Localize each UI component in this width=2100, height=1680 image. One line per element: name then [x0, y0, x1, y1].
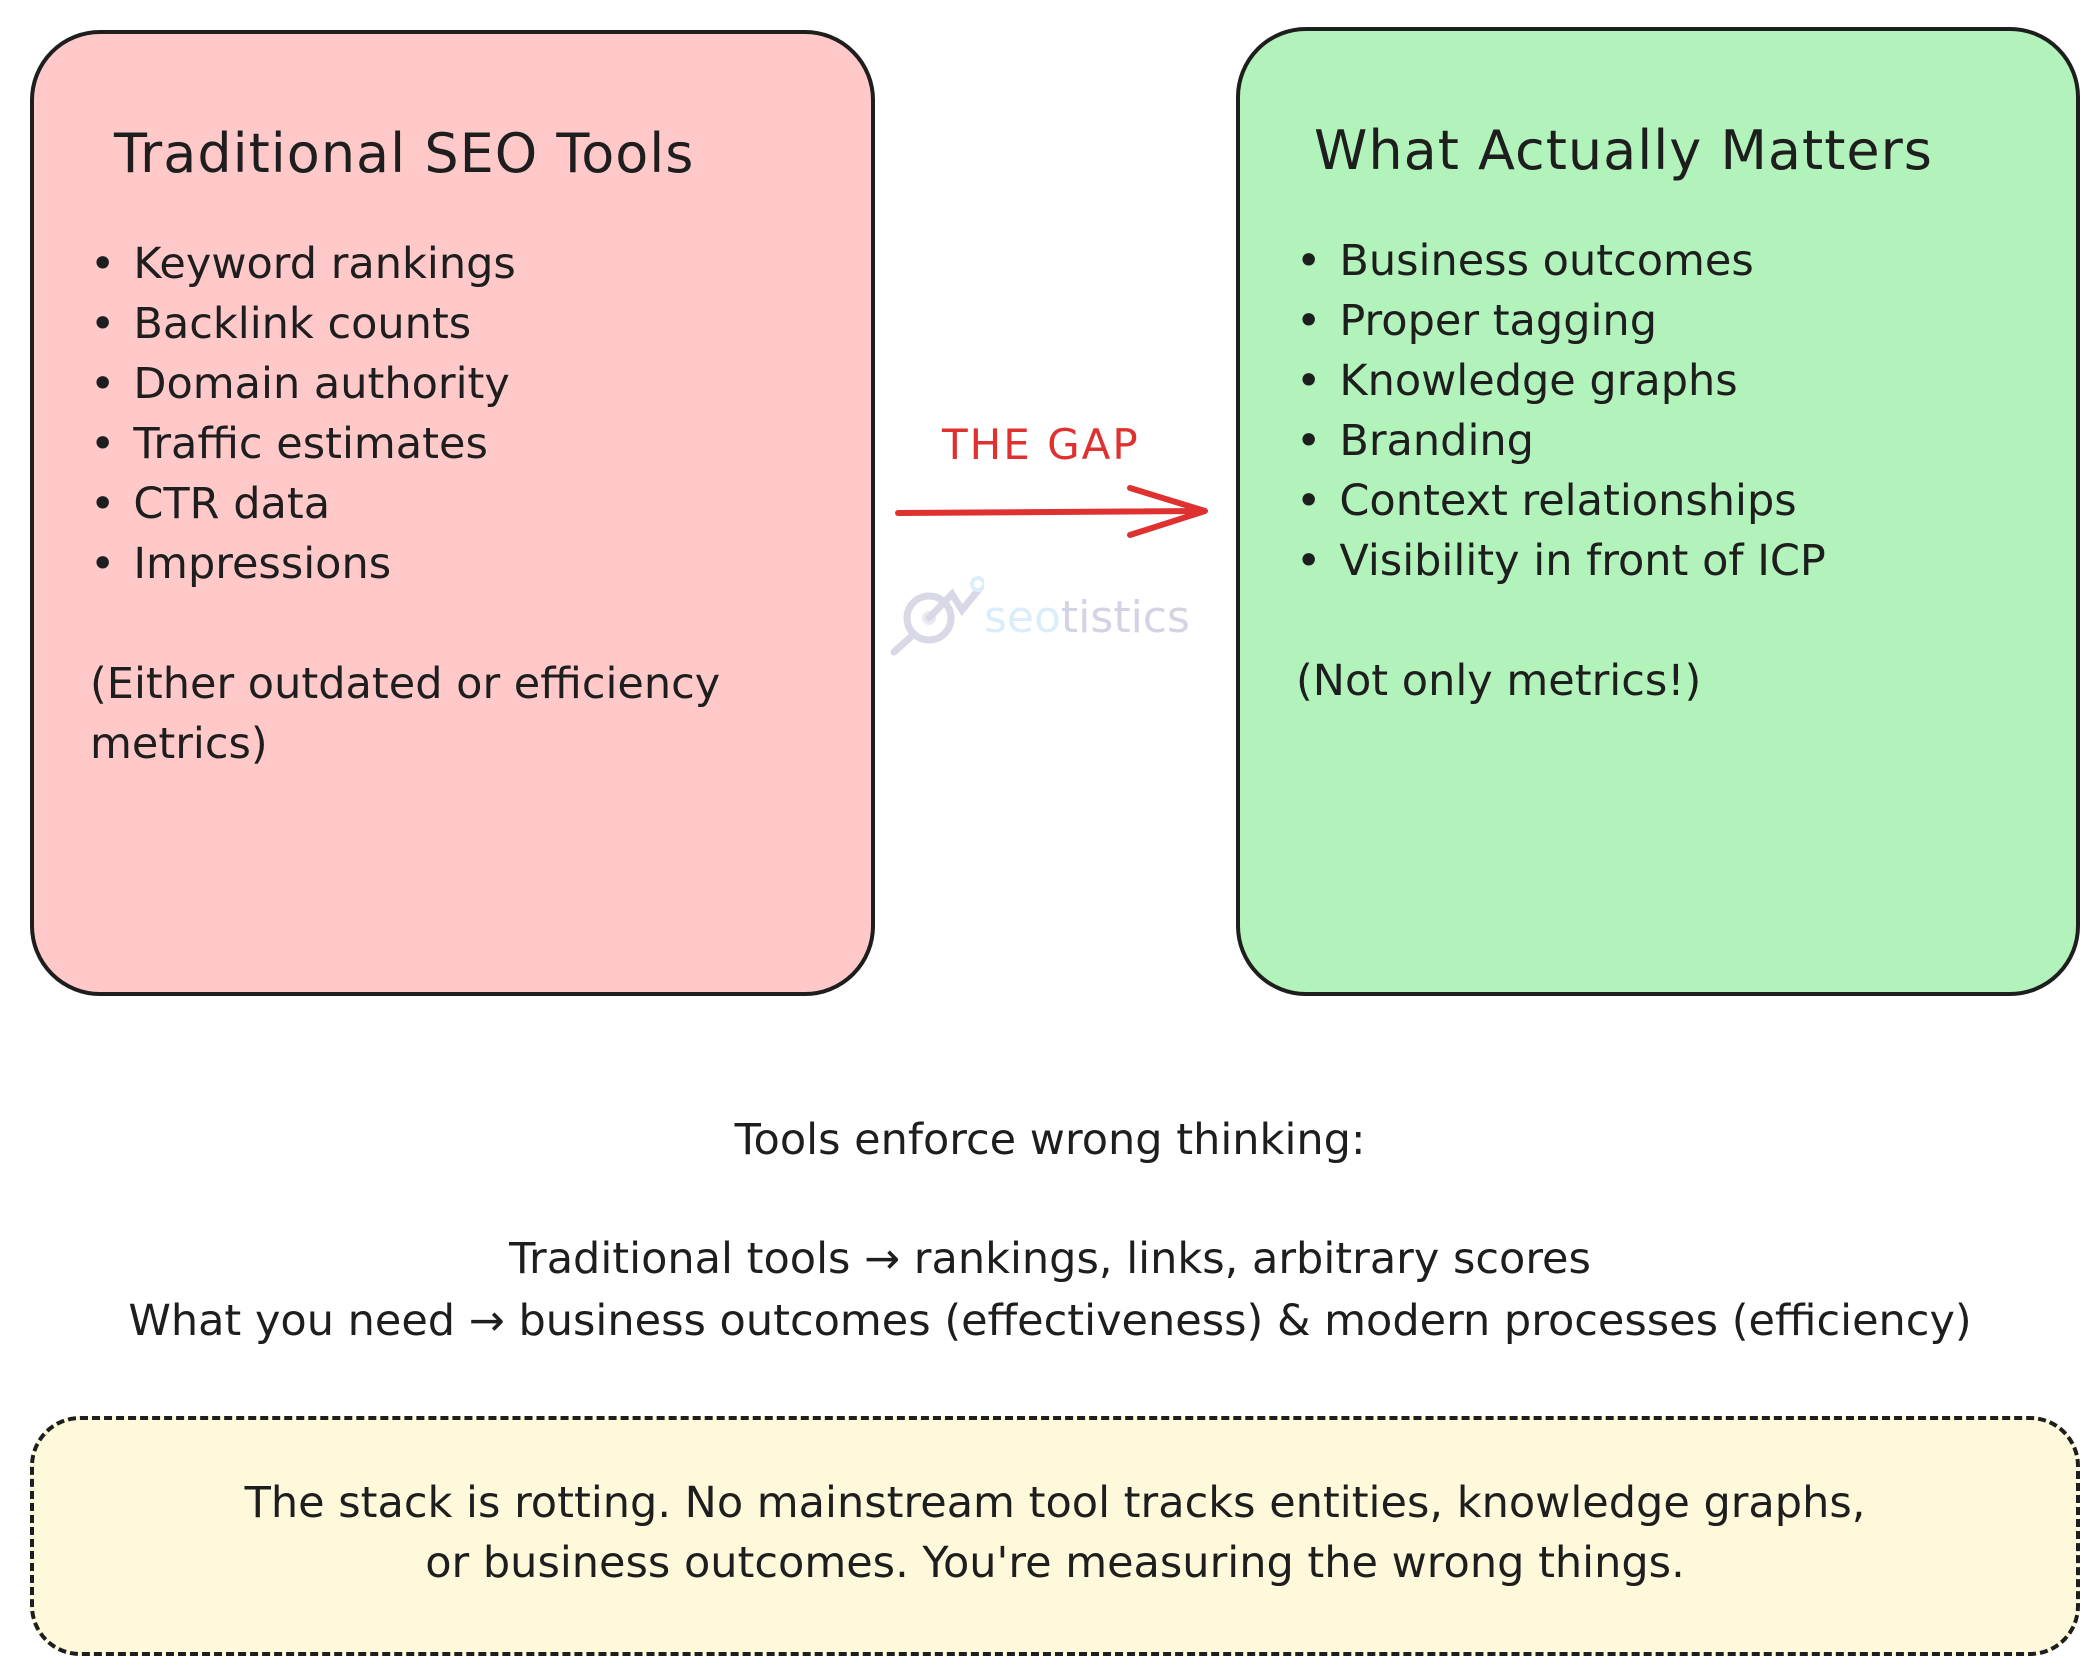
what-actually-matters-box: What Actually Matters Business outcomes …: [1236, 27, 2080, 996]
list-item: CTR data: [90, 474, 516, 534]
list-item: Visibility in front of ICP: [1296, 531, 1825, 591]
list-item: Domain authority: [90, 354, 516, 414]
list-item: Proper tagging: [1296, 291, 1826, 351]
gap-label: THE GAP: [942, 420, 1140, 469]
list-item: Traffic estimates: [90, 414, 516, 474]
list-item: Branding: [1296, 411, 1826, 471]
right-box-title: What Actually Matters: [1314, 119, 1933, 182]
list-item: Backlink counts: [90, 294, 516, 354]
summary-line-2: What you need → business outcomes (effec…: [128, 1296, 1972, 1346]
summary-line-1: Traditional tools → rankings, links, arb…: [509, 1234, 1591, 1284]
left-box-note: (Either outdated or efficiency metrics): [90, 659, 721, 769]
gap-arrow-icon: [895, 485, 1208, 538]
list-item: Knowledge graphs: [1296, 351, 1826, 411]
left-box-title: Traditional SEO Tools: [114, 122, 695, 185]
traditional-seo-tools-box: Traditional SEO Tools Keyword rankings B…: [30, 30, 875, 996]
list-item: Context relationships: [1296, 471, 1826, 531]
seotistics-logo-icon: [890, 576, 984, 656]
right-box-list: Business outcomes Proper tagging Knowled…: [1296, 231, 1826, 591]
left-box-list: Keyword rankings Backlink counts Domain …: [90, 234, 516, 594]
callout-line-1: The stack is rotting. No mainstream tool…: [244, 1478, 1866, 1528]
watermark-text-seo: seo: [984, 591, 1061, 643]
list-item: Impressions: [90, 534, 516, 594]
summary-heading: Tools enforce wrong thinking:: [734, 1115, 1366, 1165]
list-item: Keyword rankings: [90, 234, 515, 294]
conclusion-callout: The stack is rotting. No mainstream tool…: [30, 1416, 2080, 1656]
watermark-text-tistics: tistics: [1060, 591, 1190, 643]
right-box-note: (Not only metrics!): [1296, 656, 1702, 706]
callout-line-2: or business outcomes. You're measuring t…: [425, 1538, 1685, 1588]
list-item: Business outcomes: [1296, 231, 1826, 291]
